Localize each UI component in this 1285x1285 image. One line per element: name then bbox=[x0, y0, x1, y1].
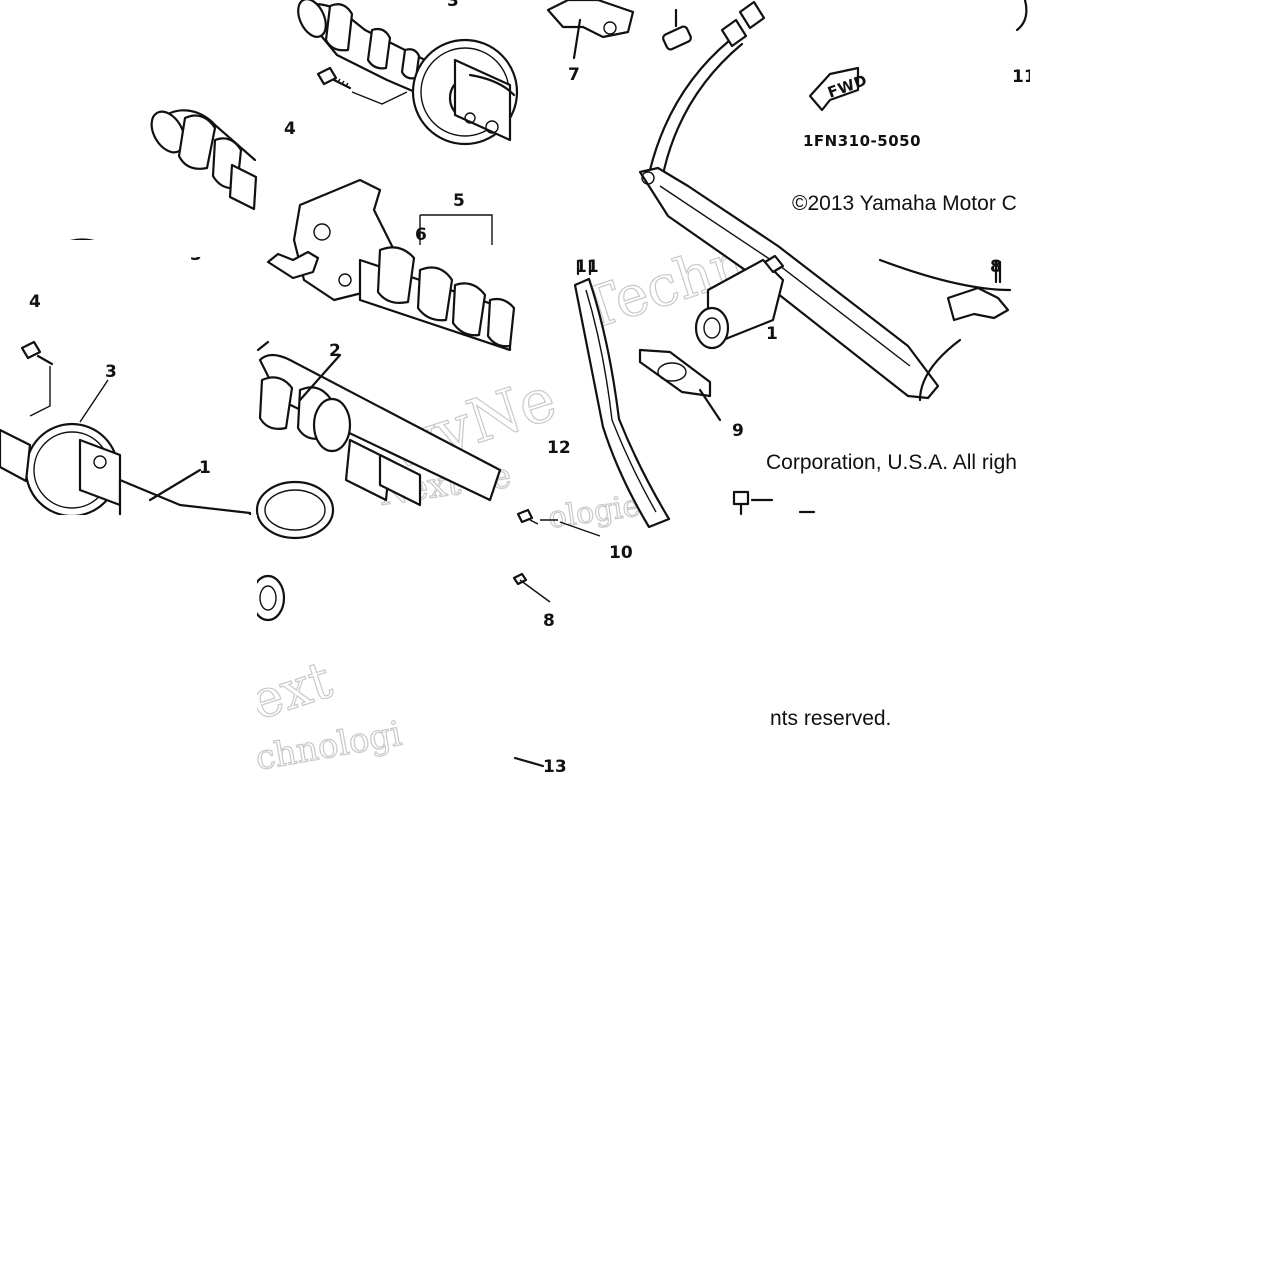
callout-number: 11 bbox=[575, 257, 599, 277]
chain-tensioner bbox=[694, 254, 785, 350]
small-bolt-lower bbox=[512, 508, 601, 603]
callout-number: 8 bbox=[990, 257, 1002, 277]
bolt-top-middle bbox=[316, 66, 408, 105]
camshaft-middle bbox=[358, 214, 516, 352]
leader-3-left bbox=[79, 379, 109, 423]
chain-guide-right-curve bbox=[878, 258, 1012, 402]
callout-number: 3 bbox=[447, 0, 459, 11]
chain-link-small bbox=[662, 8, 692, 51]
chain-guide-curved bbox=[573, 260, 671, 529]
callout-number: 7 bbox=[568, 65, 580, 85]
leader-13 bbox=[513, 756, 545, 768]
callout-number: 1 bbox=[766, 324, 778, 344]
bolt-left bbox=[20, 340, 54, 417]
callout-number: 11 bbox=[1012, 67, 1036, 87]
camshaft-upper-left bbox=[58, 109, 258, 247]
fwd-arrow: FWD bbox=[808, 66, 870, 112]
cam-cap-bracket-top bbox=[546, 0, 635, 60]
camshaft-lower-middle bbox=[256, 340, 502, 507]
camshaft-with-sprocket-top bbox=[297, 0, 519, 146]
callout-number: 13 bbox=[543, 757, 567, 777]
callout-number: 2 bbox=[329, 341, 341, 361]
seal-ring-lower bbox=[255, 480, 335, 540]
callout-number: 3 bbox=[105, 362, 117, 382]
callout-number: 5 bbox=[453, 191, 465, 211]
copyright-line-3: nts reserved. bbox=[770, 707, 891, 730]
watermark-text-4: ologie bbox=[546, 488, 642, 536]
callout-number: 12 bbox=[547, 438, 571, 458]
callout-number: 10 bbox=[609, 543, 633, 563]
callout-number: 9 bbox=[732, 421, 744, 441]
callout-number: 8 bbox=[543, 611, 555, 631]
bolt-right bbox=[732, 490, 816, 516]
callout-number: 1 bbox=[199, 458, 211, 478]
cam-chain bbox=[648, 0, 1028, 172]
camshaft-left bbox=[0, 422, 252, 525]
copyright-line-2: Corporation, U.S.A. All righ bbox=[766, 451, 1017, 474]
callout-number: 6 bbox=[415, 225, 427, 245]
tensioner-gasket bbox=[638, 348, 722, 422]
copyright-line-1: ©2013 Yamaha Motor C bbox=[792, 192, 1017, 215]
watermark-text-5: ext bbox=[243, 650, 339, 732]
callout-number: 4 bbox=[29, 292, 41, 312]
callout-number: 4 bbox=[284, 119, 296, 139]
part-number-label: 1FN310-5050 bbox=[803, 132, 921, 150]
